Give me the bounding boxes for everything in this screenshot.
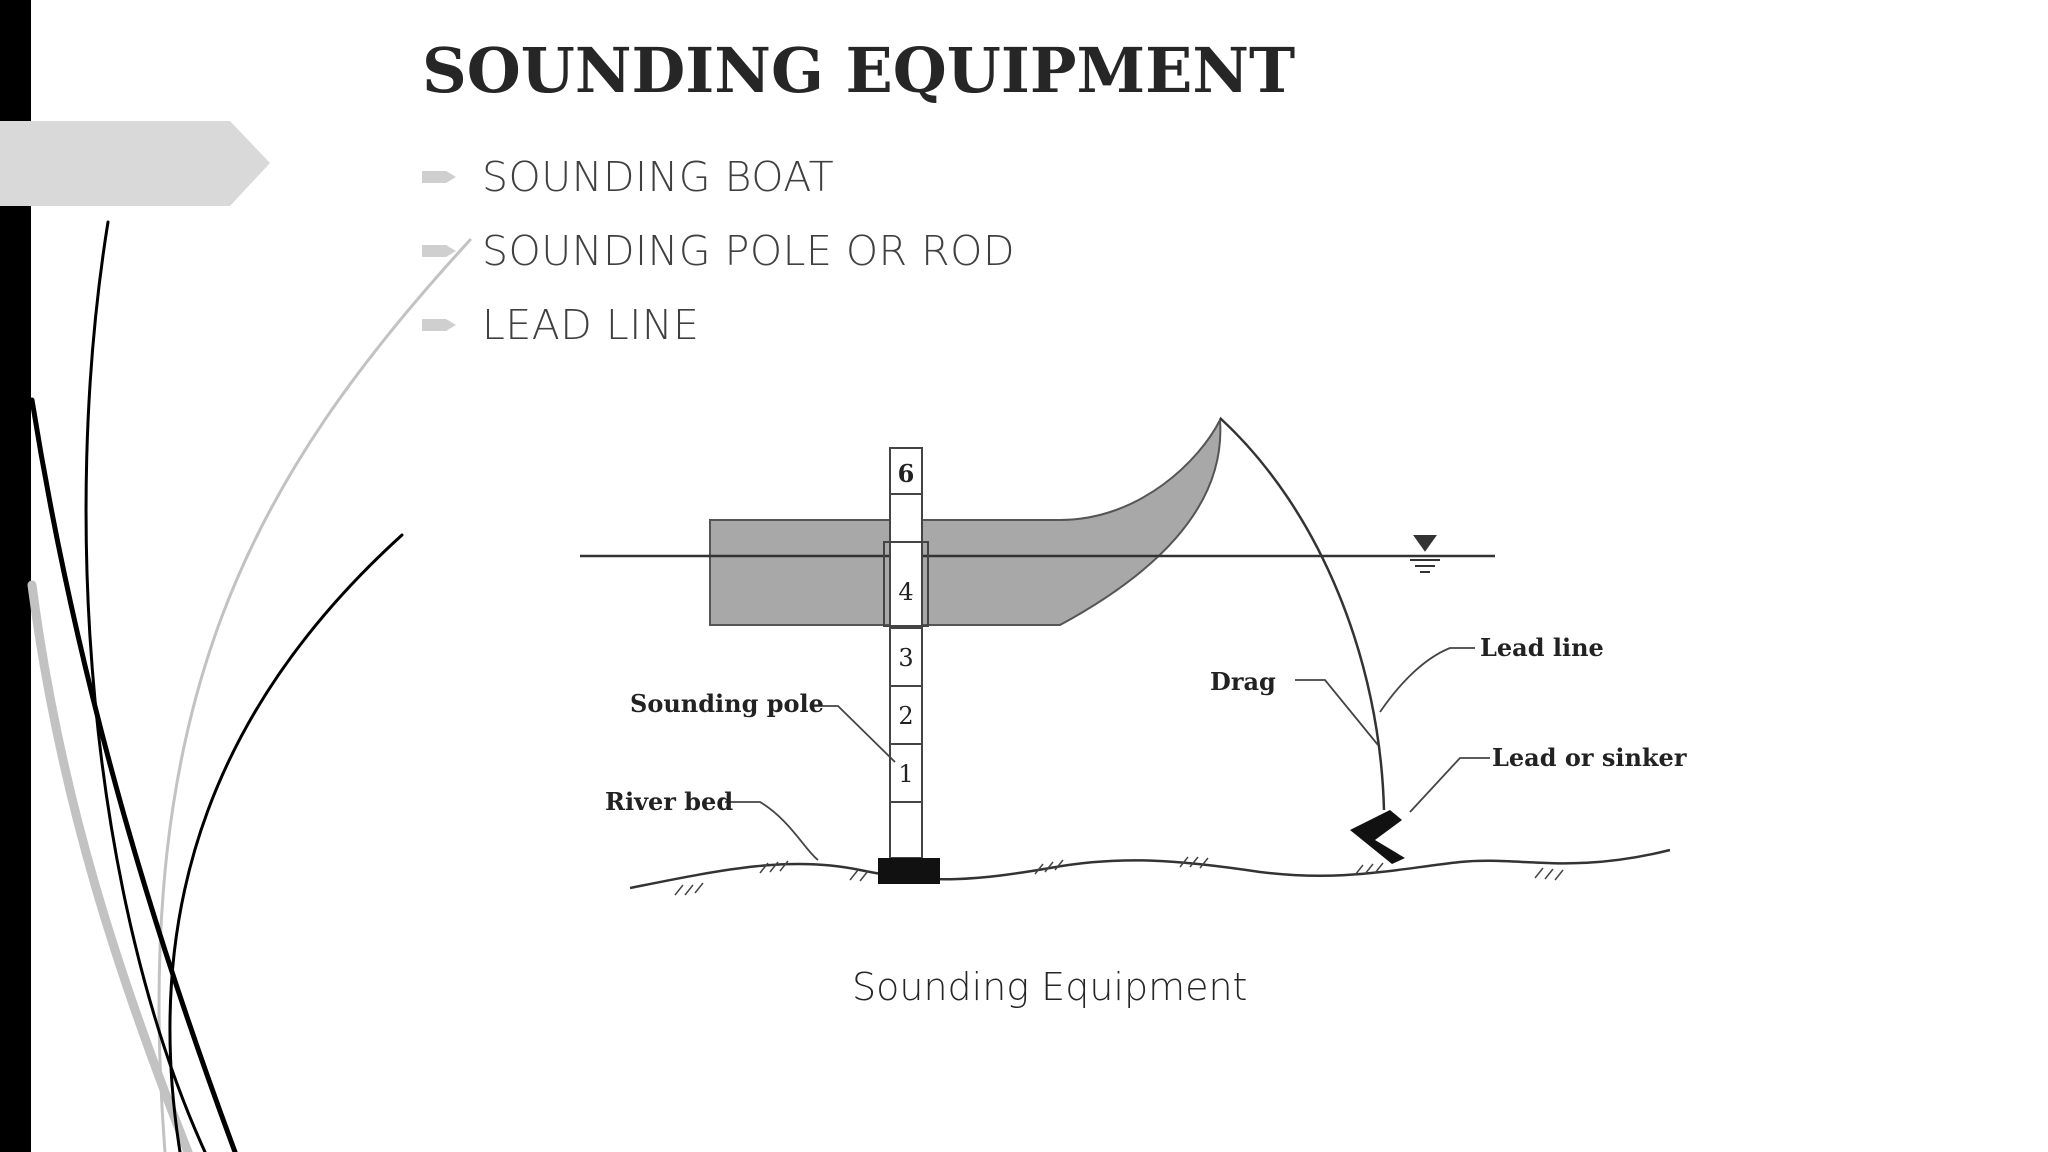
sounding-pole	[883, 447, 929, 859]
label-drag: Drag	[1210, 667, 1276, 696]
figure-caption: Sounding Equipment	[852, 965, 1248, 1009]
bullet-text: SOUNDING POLE OR ROD	[482, 227, 1016, 275]
pole-mark-4: 4	[898, 578, 913, 606]
bullet-item: SOUNDING BOAT	[422, 140, 1015, 214]
lead-line	[1219, 417, 1386, 811]
pole-mark-1: 1	[898, 760, 913, 788]
arrow-bullet-icon	[422, 171, 456, 183]
label-sounding-pole: Sounding pole	[630, 689, 824, 718]
bullet-text: SOUNDING BOAT	[482, 153, 835, 201]
sounding-equipment-diagram: 6 4 3 2 1 Sounding pole River bed Drag L…	[580, 416, 1687, 896]
title-tab	[0, 121, 270, 206]
pole-mark-3: 3	[898, 644, 913, 672]
pole-mark-6: 6	[898, 459, 915, 488]
pole-foot	[878, 858, 940, 884]
arrow-bullet-icon	[422, 245, 456, 257]
bullet-text: LEAD LINE	[482, 301, 700, 349]
river-bed-line	[629, 848, 1671, 890]
bed-hatching	[674, 856, 1564, 896]
leader-lines	[725, 647, 1490, 861]
label-lead-line: Lead line	[1480, 633, 1604, 662]
water-level-icon	[1410, 535, 1440, 573]
swoosh-black-1	[29, 397, 238, 1152]
bullet-list: SOUNDING BOAT SOUNDING POLE OR ROD LEAD …	[422, 140, 1015, 362]
bullet-item: LEAD LINE	[422, 288, 1015, 362]
lead-sinker	[1350, 810, 1405, 864]
swoosh-black-3	[168, 533, 404, 1152]
label-river-bed: River bed	[605, 787, 733, 816]
sounding-boat	[709, 416, 1222, 626]
page-title: SOUNDING EQUIPMENT	[422, 34, 1296, 107]
arrow-bullet-icon	[422, 319, 456, 331]
pole-mark-2: 2	[898, 702, 913, 730]
swoosh-grey-2	[157, 238, 472, 1152]
swoosh-black-2	[84, 220, 207, 1152]
label-lead-or-sinker: Lead or sinker	[1492, 743, 1687, 772]
bullet-item: SOUNDING POLE OR ROD	[422, 214, 1015, 288]
